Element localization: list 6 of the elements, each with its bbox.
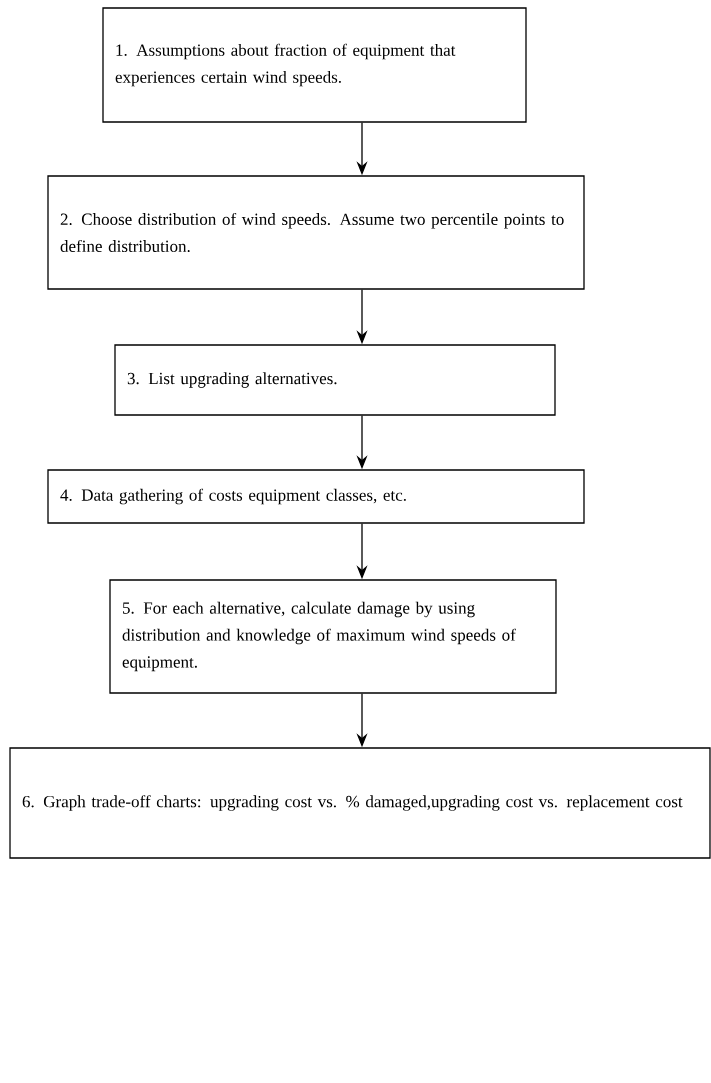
process-box: 6. Graph trade-off charts: upgrading cost vs. % damaged,upgrading cost vs. replacement cost xyxy=(9,747,711,859)
process-box: 2. Choose distribution of wind speeds. Assume two percentile points to define distribution. xyxy=(47,175,585,290)
process-box: 1. Assumptions about fraction of equipment that experiences certain wind speeds. xyxy=(102,7,527,123)
process-box: 3. List upgrading alternatives. xyxy=(114,344,556,416)
process-box: 4. Data gathering of costs equipment classes, etc. xyxy=(47,469,585,524)
process-box: 5. For each alternative, calculate damage by using distribution and knowledge of maximum wind speeds of equipment. xyxy=(109,579,557,694)
